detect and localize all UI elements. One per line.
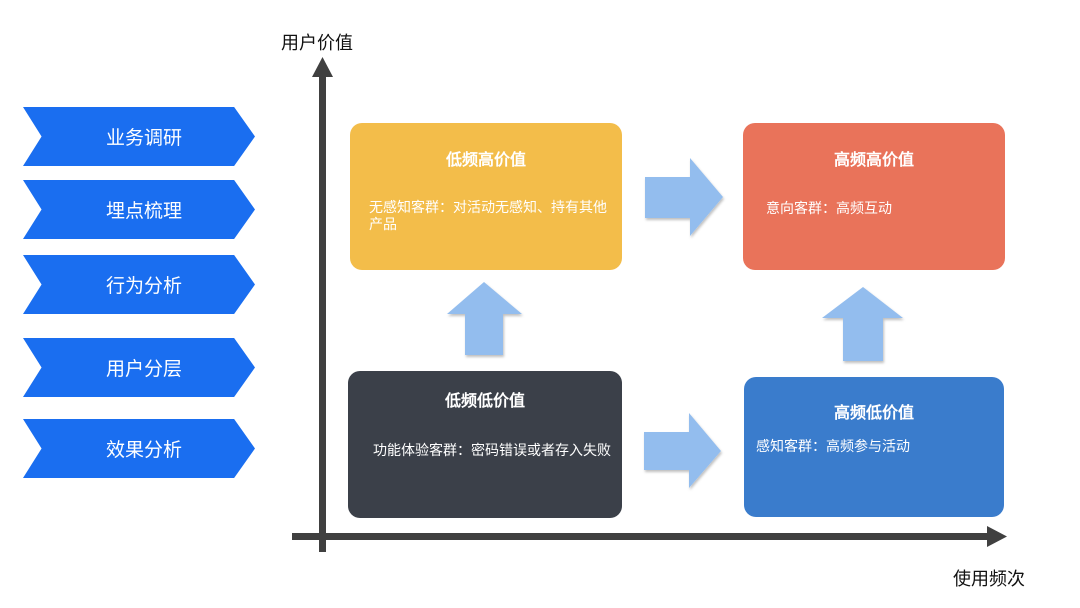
arrow-up-left-icon <box>447 282 522 355</box>
quadrant-high-frequency-low-value: 高频低价值 感知客群：高频参与活动 <box>744 377 1004 517</box>
quadrant-title: 低频高价值 <box>445 150 526 169</box>
arrow-up-right-icon <box>822 287 903 361</box>
x-axis-label: 使用频次 <box>953 569 1025 590</box>
quadrant-description: 意向客群：高频互动 <box>766 201 892 217</box>
step-business-research[interactable]: 业务调研 <box>23 107 255 166</box>
arrow-right-top-icon <box>645 158 723 236</box>
quadrant-title: 低频低价值 <box>444 391 525 410</box>
y-axis-line <box>319 75 326 552</box>
step-label: 埋点梳理 <box>105 200 182 222</box>
quadrant-title: 高频高价值 <box>833 150 914 169</box>
x-axis-line <box>292 533 989 540</box>
quadrant-title: 高频低价值 <box>833 403 914 422</box>
quadrant-description: 无感知客群：对活动无感知、持有其他产品 <box>369 200 607 233</box>
step-user-segmentation[interactable]: 用户分层 <box>23 338 255 397</box>
step-behavior-analysis[interactable]: 行为分析 <box>23 255 255 314</box>
step-label: 行为分析 <box>105 275 182 297</box>
quadrant-low-frequency-low-value: 低频低价值 功能体验客群：密码错误或者存入失败 <box>348 371 622 518</box>
x-axis <box>292 526 1007 547</box>
arrow-right-bottom-icon <box>644 413 721 488</box>
quadrant-description: 感知客群：高频参与活动 <box>756 439 910 455</box>
quadrant-high-frequency-high-value: 高频高价值 意向客群：高频互动 <box>743 123 1005 270</box>
step-label: 业务调研 <box>105 127 182 149</box>
step-tracking-review[interactable]: 埋点梳理 <box>23 180 255 239</box>
quadrant-description: 功能体验客群：密码错误或者存入失败 <box>373 443 611 459</box>
y-axis-label: 用户价值 <box>281 33 353 54</box>
step-label: 效果分析 <box>105 439 182 461</box>
step-effect-analysis[interactable]: 效果分析 <box>23 419 255 478</box>
y-axis <box>312 57 333 552</box>
quadrant-low-frequency-high-value: 低频高价值 无感知客群：对活动无感知、持有其他产品 <box>350 123 622 270</box>
y-axis-arrowhead <box>312 57 333 77</box>
step-label: 用户分层 <box>105 358 182 380</box>
x-axis-arrowhead <box>987 526 1007 547</box>
